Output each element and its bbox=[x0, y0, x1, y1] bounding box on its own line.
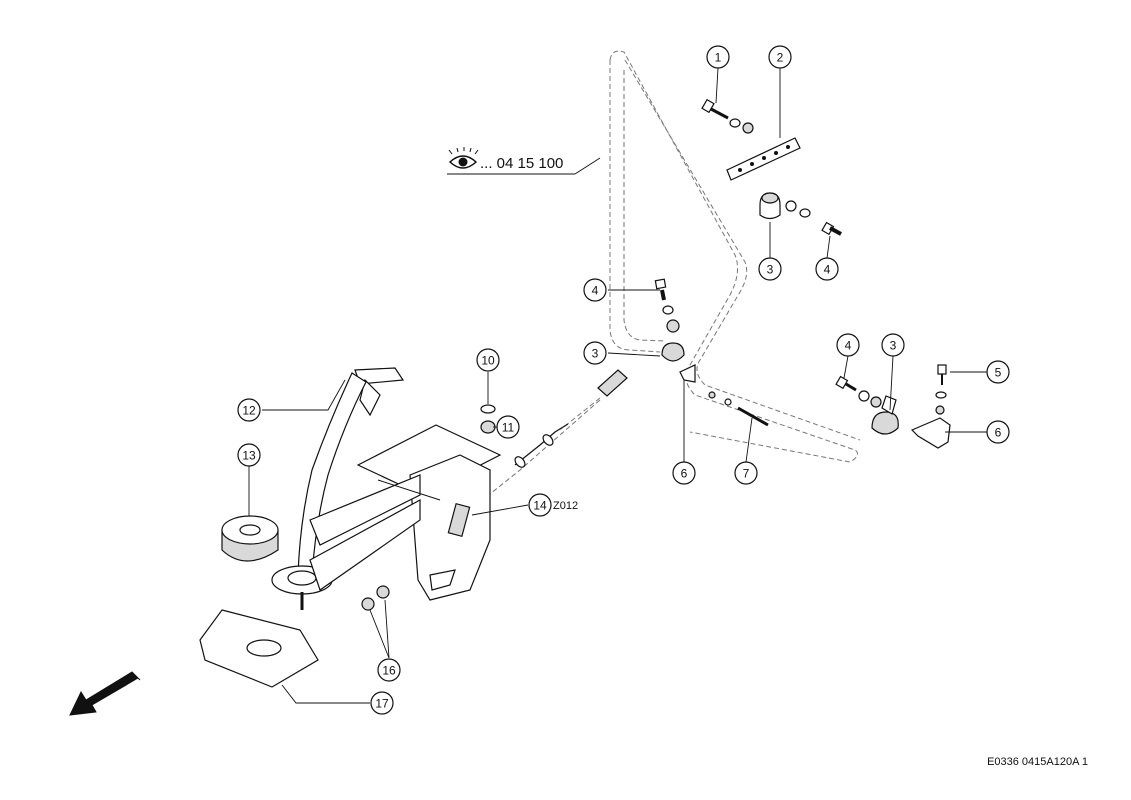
plate-2 bbox=[726, 137, 801, 181]
svg-text:11: 11 bbox=[502, 421, 515, 435]
floor-mat-17 bbox=[199, 609, 319, 688]
drawing-code: E0336 0415A120A 1 bbox=[987, 756, 1088, 768]
leader-lines bbox=[248, 67, 987, 704]
callout-16: 16 bbox=[377, 658, 401, 682]
rubber-pad-13 bbox=[221, 515, 279, 562]
callout-3: 3 bbox=[758, 257, 782, 281]
callout-1: 1 bbox=[706, 45, 730, 69]
svg-text:3: 3 bbox=[890, 339, 897, 353]
callout-10: 10 bbox=[476, 348, 500, 372]
svg-text:4: 4 bbox=[824, 263, 831, 277]
callout-2: 2 bbox=[768, 45, 792, 69]
bolt-1 bbox=[701, 98, 754, 134]
callouts: 1 2 3 4 4 3 4 3 5 6 6 7 10 11 12 13 14 1… bbox=[237, 45, 1010, 715]
callout-3: 3 bbox=[881, 333, 905, 357]
middle-clamp-group bbox=[559, 278, 769, 431]
svg-text:12: 12 bbox=[242, 404, 256, 418]
svg-text:4: 4 bbox=[592, 284, 599, 298]
upper-right-parts bbox=[701, 98, 842, 236]
svg-text:7: 7 bbox=[743, 467, 750, 481]
reference-text: ... 04 15 100 bbox=[480, 155, 563, 172]
callout-6: 6 bbox=[672, 461, 696, 485]
callout-13: 13 bbox=[237, 443, 261, 467]
callout-3: 3 bbox=[583, 341, 607, 365]
pedal-assembly bbox=[271, 367, 569, 611]
callout-12: 12 bbox=[237, 398, 261, 422]
svg-text:13: 13 bbox=[242, 449, 256, 463]
svg-text:16: 16 bbox=[382, 664, 396, 678]
callout-5: 5 bbox=[986, 360, 1010, 384]
callout-4: 4 bbox=[836, 333, 860, 357]
clamp-3-top bbox=[759, 192, 842, 236]
reference-note: ... 04 15 100 bbox=[447, 147, 601, 175]
right-clamp-group bbox=[835, 364, 951, 449]
svg-text:1: 1 bbox=[715, 51, 722, 65]
svg-text:6: 6 bbox=[681, 467, 688, 481]
arrow-forward-icon bbox=[69, 671, 141, 716]
svg-text:17: 17 bbox=[375, 697, 389, 711]
z-code-label: Z012 bbox=[553, 500, 578, 512]
callout-11: 11 bbox=[496, 415, 520, 439]
svg-text:3: 3 bbox=[767, 263, 774, 277]
callout-6: 6 bbox=[986, 420, 1010, 444]
callout-4: 4 bbox=[815, 257, 839, 281]
callout-4: 4 bbox=[583, 278, 607, 302]
svg-text:5: 5 bbox=[995, 366, 1002, 380]
svg-text:4: 4 bbox=[845, 339, 852, 353]
callout-7: 7 bbox=[734, 461, 758, 485]
eye-icon bbox=[448, 147, 479, 169]
svg-text:6: 6 bbox=[995, 426, 1002, 440]
callout-17: 17 bbox=[370, 691, 394, 715]
callout-14: 14 bbox=[528, 493, 552, 517]
svg-text:3: 3 bbox=[592, 347, 599, 361]
svg-text:14: 14 bbox=[533, 499, 547, 513]
svg-text:10: 10 bbox=[481, 354, 495, 368]
svg-text:2: 2 bbox=[777, 51, 784, 65]
